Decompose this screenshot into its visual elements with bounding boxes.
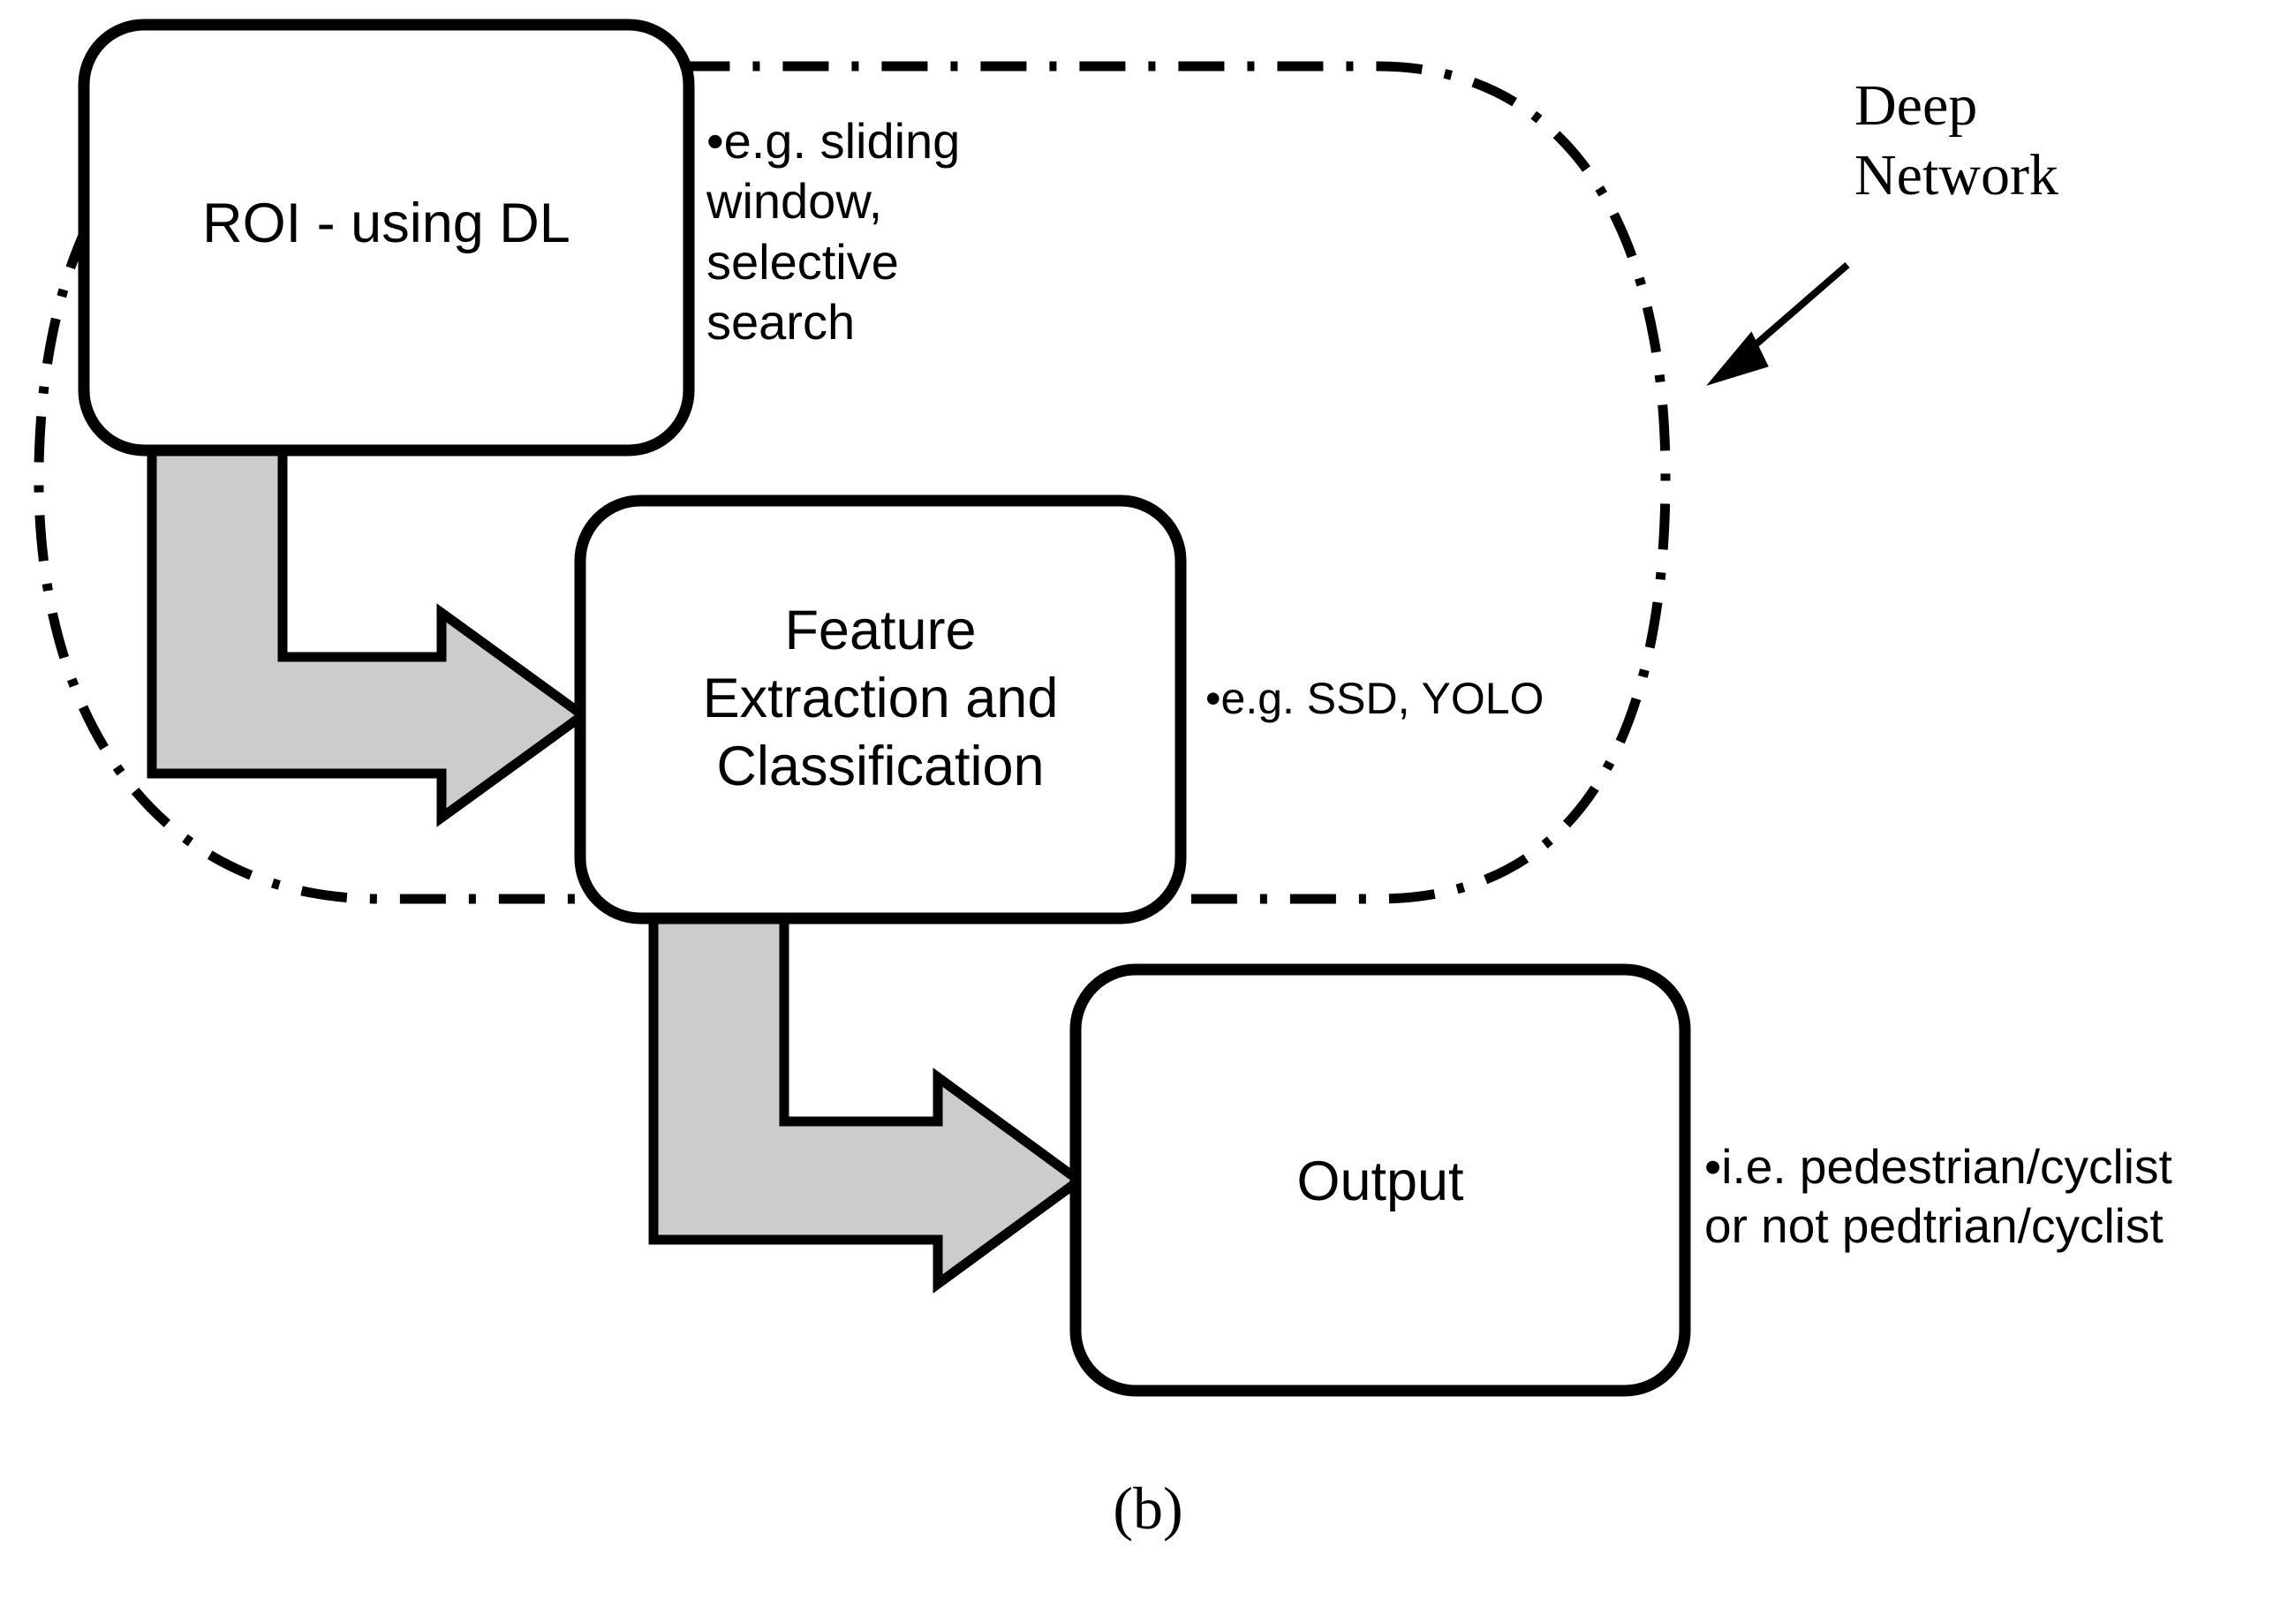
node-roi-box [78,19,695,457]
deep-network-arrowhead [1706,331,1769,386]
arrow-roi-to-feature [147,443,592,827]
node-output-box [1069,963,1691,1397]
arrow-feature-to-output [648,911,1088,1294]
node-feature-box [574,494,1187,925]
